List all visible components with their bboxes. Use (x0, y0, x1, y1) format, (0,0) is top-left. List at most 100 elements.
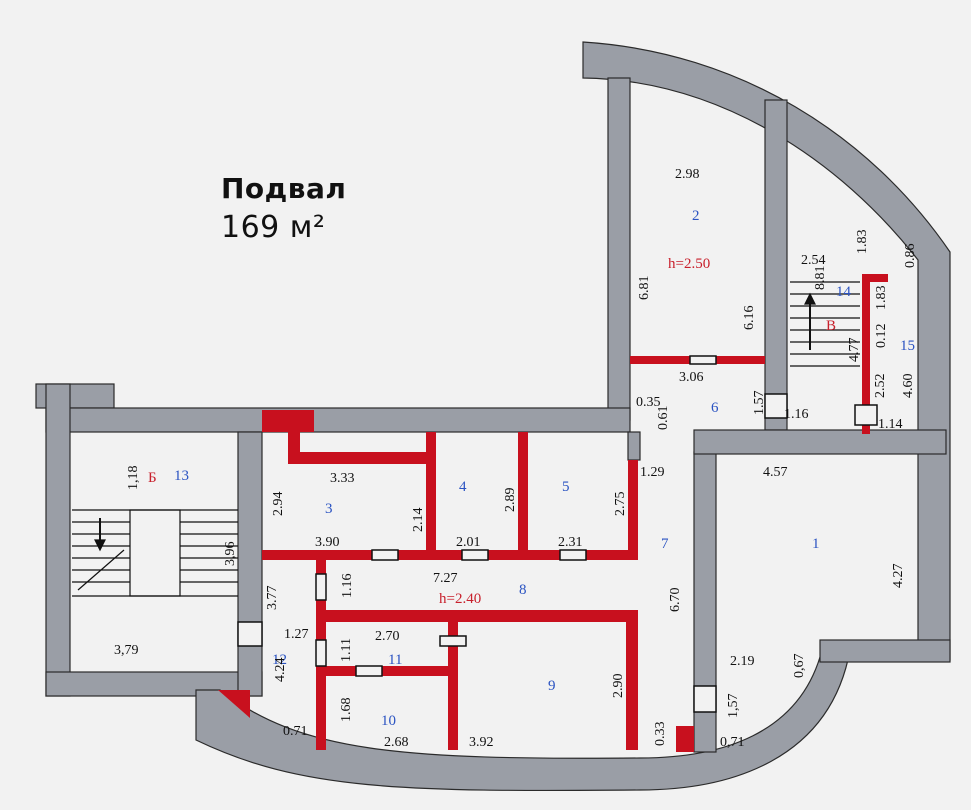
dim: 0.12 (874, 324, 889, 349)
dim: 2.98 (675, 167, 700, 182)
dim: 2.90 (611, 674, 626, 699)
dim: 1.83 (855, 230, 870, 255)
wall-13-3 (237, 431, 263, 697)
dim: 4.27 (891, 564, 906, 589)
door-1 (693, 685, 717, 713)
partition-3-4 (426, 432, 436, 560)
partition-14-15 (862, 274, 870, 434)
door-4 (461, 549, 489, 561)
partition-4-5 (518, 432, 528, 560)
wall-left-tall (607, 77, 631, 421)
door-14 (764, 393, 788, 419)
floor-area: 169 м² (221, 210, 326, 245)
partition-corridor-bottom (316, 610, 638, 622)
dim: 2.54 (801, 253, 826, 268)
dim: 0,71 (720, 735, 745, 750)
partition-5-7 (628, 460, 638, 558)
partition-11-10 (326, 666, 448, 676)
floor-title: Подвал (221, 172, 347, 205)
dim: 2.52 (873, 374, 888, 399)
red-corner (218, 690, 250, 718)
dim: 1.27 (284, 627, 309, 642)
dim: 6.16 (742, 306, 757, 331)
outer-walls (35, 41, 951, 792)
dim: 2.75 (613, 492, 628, 517)
door-3 (371, 549, 399, 561)
dim: 1.14 (878, 417, 903, 432)
partition-9-7 (626, 610, 638, 750)
room-8-number: 8 (519, 582, 527, 598)
dim: 2.89 (503, 488, 518, 513)
doors (237, 355, 878, 713)
dim: 3.90 (315, 535, 340, 550)
height-label-2: h=2.50 (668, 256, 710, 272)
dim: 6.70 (668, 588, 683, 613)
dimensions: 2.98 6.81 6.16 3.06 0.35 0.61 1.57 1.16 … (114, 167, 918, 750)
room-11-number: 11 (388, 652, 402, 668)
dim: 1.83 (874, 286, 889, 311)
door-10 (355, 665, 383, 677)
red-block-bottom (676, 726, 694, 752)
dim: 3.77 (265, 586, 280, 611)
stairs-b (72, 509, 238, 597)
dim: 1.16 (340, 574, 355, 599)
room-13-number: 13 (174, 468, 189, 484)
dim: 4.57 (763, 465, 788, 480)
dim: 2.31 (558, 535, 583, 550)
stairs-v (790, 281, 860, 367)
room-3-number: 3 (325, 501, 333, 517)
dim: 0.33 (653, 722, 668, 747)
room-4-number: 4 (459, 479, 467, 495)
dim: 1.11 (339, 638, 354, 662)
red-block-top (262, 410, 314, 432)
dim: 0.71 (283, 724, 308, 739)
dim: 8.81 (813, 266, 828, 291)
dim: 0.86 (903, 244, 918, 269)
dim: 1.16 (784, 407, 809, 422)
door-12b (315, 639, 327, 667)
dim: 2.70 (375, 629, 400, 644)
room-12-number: 12 (272, 652, 287, 668)
dim: 7.27 (433, 571, 458, 586)
wall-left (45, 383, 71, 697)
room-1-number: 1 (812, 536, 820, 552)
door-12 (315, 573, 327, 601)
wall-bottom-left (45, 671, 263, 697)
room-7-number: 7 (661, 536, 669, 552)
partition-corridor-top (262, 550, 638, 560)
dim: 0.61 (656, 406, 671, 431)
room-numbers: 1 2 3 4 5 6 7 8 9 10 11 12 13 14 15 (174, 208, 915, 729)
dim: 1.57 (752, 391, 767, 416)
room-9-number: 9 (548, 678, 556, 694)
dim: 1,57 (726, 694, 741, 719)
dim: 4.77 (847, 338, 862, 363)
dim: 3,79 (114, 643, 139, 658)
dim: 2.01 (456, 535, 481, 550)
room-14-number: 14 (836, 284, 852, 300)
stair-letter-v: В (826, 318, 836, 334)
dim: 3.92 (469, 735, 494, 750)
dim: 1.29 (640, 465, 665, 480)
wall-bottom-room1 (819, 639, 951, 663)
wall-door-stub (627, 431, 641, 461)
door-13 (237, 621, 263, 647)
dim: 0,67 (792, 654, 807, 679)
height-label-8: h=2.40 (439, 591, 481, 607)
wall-room2-14 (764, 99, 788, 431)
wall-top-room1 (693, 429, 947, 455)
dim: 2.14 (411, 508, 426, 533)
door-5 (559, 549, 587, 561)
room-10-number: 10 (381, 713, 396, 729)
partition-11-9 (448, 622, 458, 750)
room-6-number: 6 (711, 400, 719, 416)
door-15 (854, 404, 878, 426)
dim: 3,96 (223, 542, 238, 567)
stair-letter-b: Б (148, 470, 157, 486)
dim: 2.68 (384, 735, 409, 750)
room-2-number: 2 (692, 208, 700, 224)
dim: 2.19 (730, 654, 755, 669)
dim: 0.35 (636, 395, 661, 410)
door-9 (439, 635, 467, 647)
room-15-number: 15 (900, 338, 915, 354)
